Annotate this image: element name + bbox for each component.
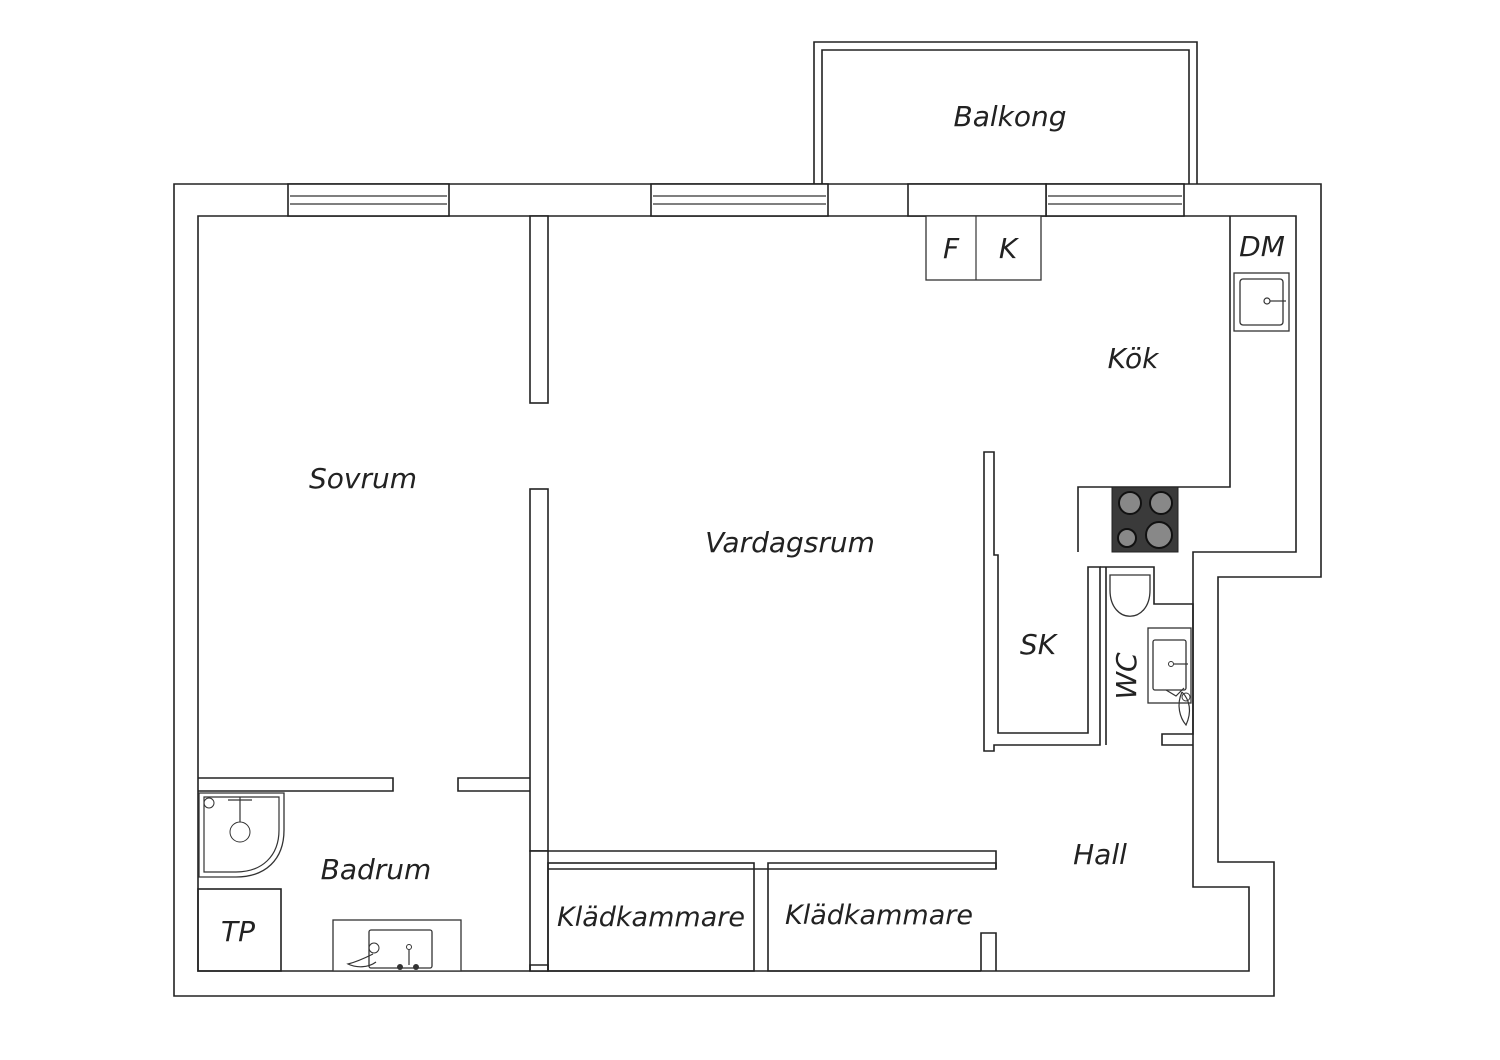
wc-walls: [1100, 566, 1194, 746]
wall-kladkammare-left: [529, 850, 549, 972]
bathroom-sink-icon: [332, 919, 462, 972]
stove-icon: [1111, 486, 1179, 553]
label-hall: Hall: [1073, 838, 1127, 871]
window-kok: [1045, 183, 1185, 217]
label-f: F: [943, 232, 960, 265]
label-kladkammare-2: Klädkammare: [785, 900, 973, 931]
label-balkong: Balkong: [953, 100, 1066, 133]
label-wc: WC: [1110, 652, 1143, 700]
wall-vardagsrum-bottom: [548, 850, 997, 870]
wc-sink-icon: [1147, 627, 1192, 727]
label-kok: Kök: [1108, 342, 1160, 375]
tp-cabinet: [197, 888, 282, 972]
label-sk: SK: [1020, 628, 1059, 661]
label-badrum: Badrum: [321, 853, 432, 886]
toilet-icon: [1109, 574, 1151, 617]
label-tp: TP: [221, 915, 255, 948]
kladkammare-2: [767, 862, 997, 972]
label-vardagsrum: Vardagsrum: [705, 526, 875, 559]
kladkammare-1: [547, 862, 755, 972]
label-sovrum: Sovrum: [309, 462, 417, 495]
hall-entry: [529, 964, 549, 971]
wall-sovrum-vardagsrum-bottom: [529, 488, 549, 852]
kitchen-sink-icon: [1233, 272, 1290, 332]
fridge-freezer: [925, 215, 1042, 281]
balcony: [813, 41, 1198, 184]
label-dm: DM: [1239, 230, 1285, 263]
balcony-door-jamb: [907, 183, 1047, 217]
window-sovrum: [287, 183, 450, 217]
outer-wall: [173, 183, 1322, 997]
window-vardagsrum: [650, 183, 829, 217]
shower-icon: [198, 792, 285, 878]
label-kladkammare-1: Klädkammare: [557, 902, 745, 933]
sk-closet: [983, 451, 1101, 752]
label-k: K: [999, 232, 1020, 265]
wall-sovrum-badrum: [198, 777, 394, 792]
wall-sovrum-vardagsrum-top: [529, 215, 549, 404]
